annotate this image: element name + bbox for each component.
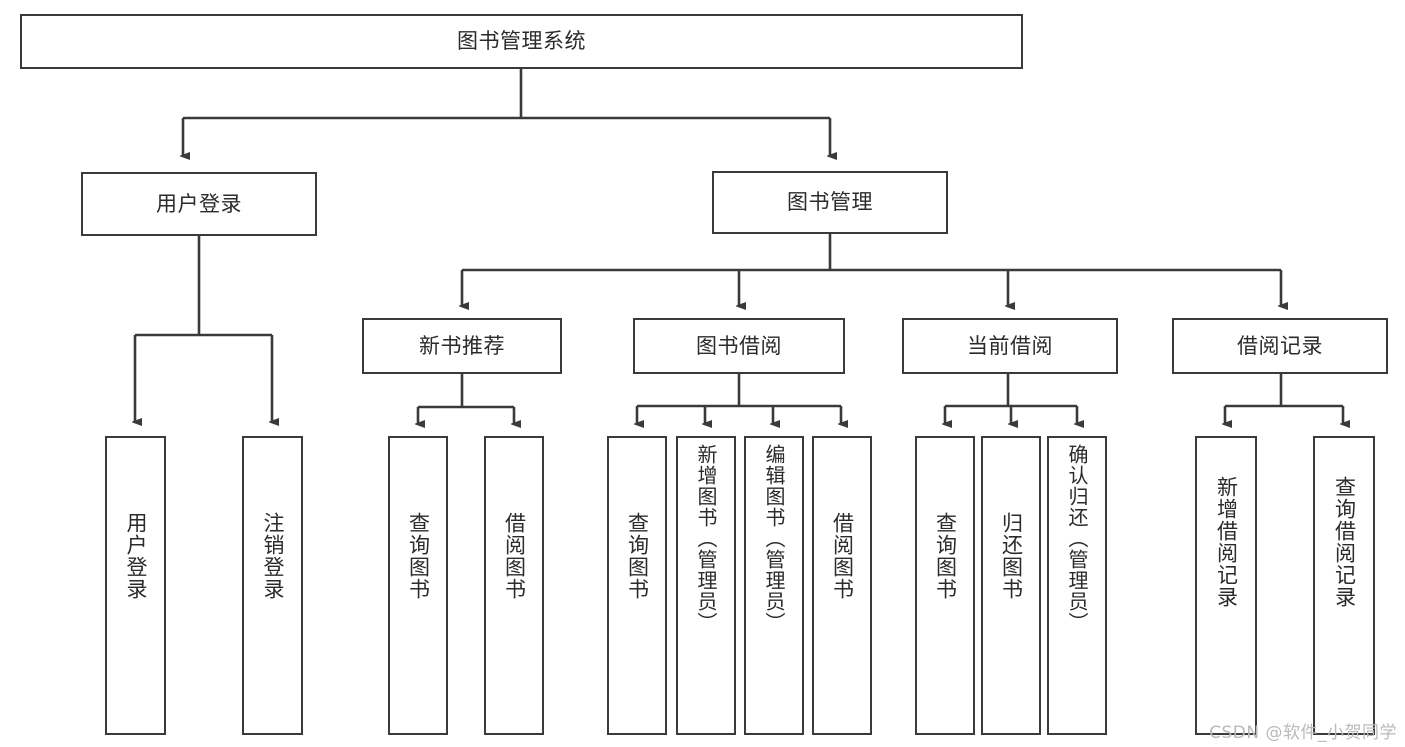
node-leaf-query-book-3[interactable]: 查询图书 bbox=[915, 436, 975, 735]
csdn-watermark: CSDN @软件_小贺同学 bbox=[1209, 723, 1397, 743]
node-leaf-borrow-book-2-label: 借阅图书 bbox=[830, 512, 855, 600]
node-leaf-confirm-return-label: 确认归还（管理员） bbox=[1065, 444, 1089, 633]
node-leaf-user-login-label: 用户登录 bbox=[124, 512, 148, 600]
node-leaf-add-book[interactable]: 新增图书（管理员） bbox=[676, 436, 736, 735]
node-leaf-query-record-label: 查询借阅记录 bbox=[1332, 476, 1357, 608]
node-leaf-user-logout-label: 注销登录 bbox=[261, 512, 285, 600]
node-leaf-borrow-book-1-label: 借阅图书 bbox=[502, 512, 527, 600]
node-leaf-add-record[interactable]: 新增借阅记录 bbox=[1195, 436, 1257, 735]
node-user-login-label: 用户登录 bbox=[156, 191, 242, 216]
node-leaf-query-book-2-label: 查询图书 bbox=[625, 512, 650, 600]
node-book-manage-label: 图书管理 bbox=[787, 190, 873, 215]
node-root-label: 图书管理系统 bbox=[457, 29, 586, 54]
node-book-borrow-label: 图书借阅 bbox=[696, 333, 782, 358]
node-leaf-add-book-label: 新增图书（管理员） bbox=[694, 444, 718, 633]
node-root[interactable]: 图书管理系统 bbox=[20, 14, 1023, 69]
node-new-book-recommend[interactable]: 新书推荐 bbox=[362, 318, 562, 374]
node-new-book-recommend-label: 新书推荐 bbox=[419, 333, 505, 358]
node-leaf-user-login[interactable]: 用户登录 bbox=[105, 436, 166, 735]
node-leaf-return-book-label: 归还图书 bbox=[999, 512, 1024, 600]
node-leaf-borrow-book-2[interactable]: 借阅图书 bbox=[812, 436, 872, 735]
node-leaf-query-book-2[interactable]: 查询图书 bbox=[607, 436, 667, 735]
node-leaf-query-book-1-label: 查询图书 bbox=[406, 512, 431, 600]
node-leaf-confirm-return[interactable]: 确认归还（管理员） bbox=[1047, 436, 1107, 735]
node-borrow-record-label: 借阅记录 bbox=[1237, 333, 1323, 358]
node-current-borrow-label: 当前借阅 bbox=[967, 333, 1053, 358]
node-leaf-query-book-3-label: 查询图书 bbox=[933, 512, 958, 600]
node-leaf-borrow-book-1[interactable]: 借阅图书 bbox=[484, 436, 544, 735]
node-leaf-user-logout[interactable]: 注销登录 bbox=[242, 436, 303, 735]
node-leaf-add-record-label: 新增借阅记录 bbox=[1214, 476, 1239, 608]
node-leaf-edit-book-label: 编辑图书（管理员） bbox=[762, 444, 786, 633]
node-book-manage[interactable]: 图书管理 bbox=[712, 171, 948, 234]
node-leaf-return-book[interactable]: 归还图书 bbox=[981, 436, 1041, 735]
node-current-borrow[interactable]: 当前借阅 bbox=[902, 318, 1118, 374]
node-leaf-edit-book[interactable]: 编辑图书（管理员） bbox=[744, 436, 804, 735]
node-leaf-query-record[interactable]: 查询借阅记录 bbox=[1313, 436, 1375, 735]
node-user-login[interactable]: 用户登录 bbox=[81, 172, 317, 236]
node-borrow-record[interactable]: 借阅记录 bbox=[1172, 318, 1388, 374]
node-leaf-query-book-1[interactable]: 查询图书 bbox=[388, 436, 448, 735]
node-book-borrow[interactable]: 图书借阅 bbox=[633, 318, 845, 374]
